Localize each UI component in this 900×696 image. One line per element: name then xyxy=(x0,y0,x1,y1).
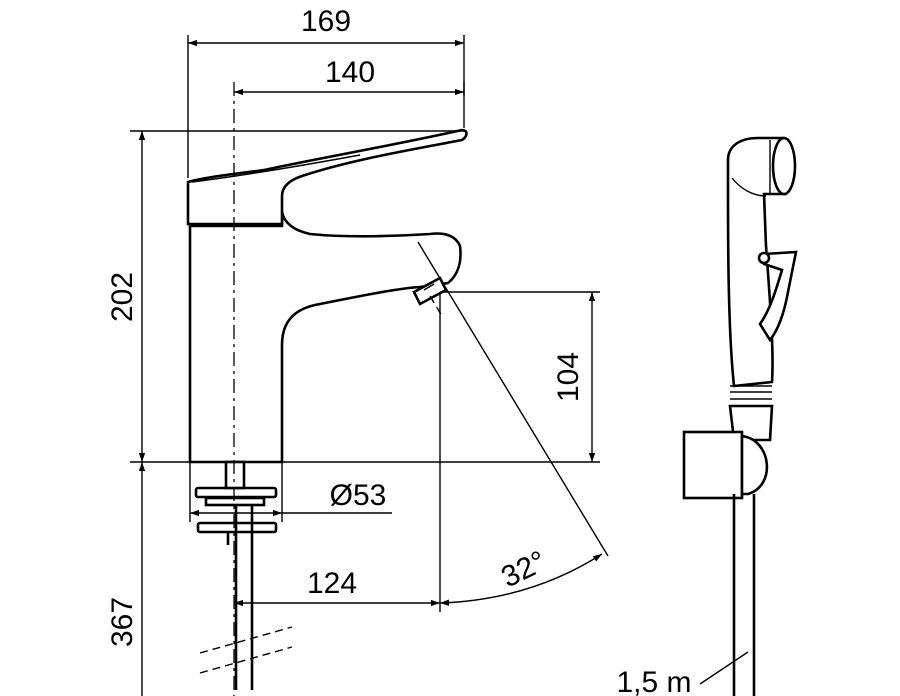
dimension-140: 140 xyxy=(234,56,465,96)
hose-length-label: 1,5 m xyxy=(616,666,691,696)
dimension-367: 367 xyxy=(106,462,146,696)
dimension-169-label: 169 xyxy=(301,5,351,38)
dimension-124-label: 124 xyxy=(307,567,357,600)
dimension-104: 104 xyxy=(440,291,600,462)
lever-handle xyxy=(186,128,468,226)
dimension-diameter-53-label: Ø53 xyxy=(330,479,387,512)
trigger xyxy=(758,250,798,343)
dimension-angle-32-label: 32° xyxy=(496,545,551,595)
dimension-202-label: 202 xyxy=(106,272,139,322)
dimension-202: 202 xyxy=(106,130,600,463)
mounting-hardware xyxy=(194,460,293,690)
wall-holder xyxy=(682,430,744,500)
hand-shower xyxy=(682,136,798,696)
aerator xyxy=(412,276,448,306)
dimension-diameter-53: Ø53 xyxy=(189,462,392,522)
spray-line xyxy=(417,241,609,557)
dimension-104-label: 104 xyxy=(552,352,585,402)
dimension-124: 124 xyxy=(234,292,441,612)
dimension-140-label: 140 xyxy=(325,56,375,89)
dimension-169: 169 xyxy=(187,5,465,178)
dimension-angle-32: 32° xyxy=(439,545,603,606)
dimension-367-label: 367 xyxy=(106,597,139,647)
faucet-body xyxy=(188,211,462,464)
